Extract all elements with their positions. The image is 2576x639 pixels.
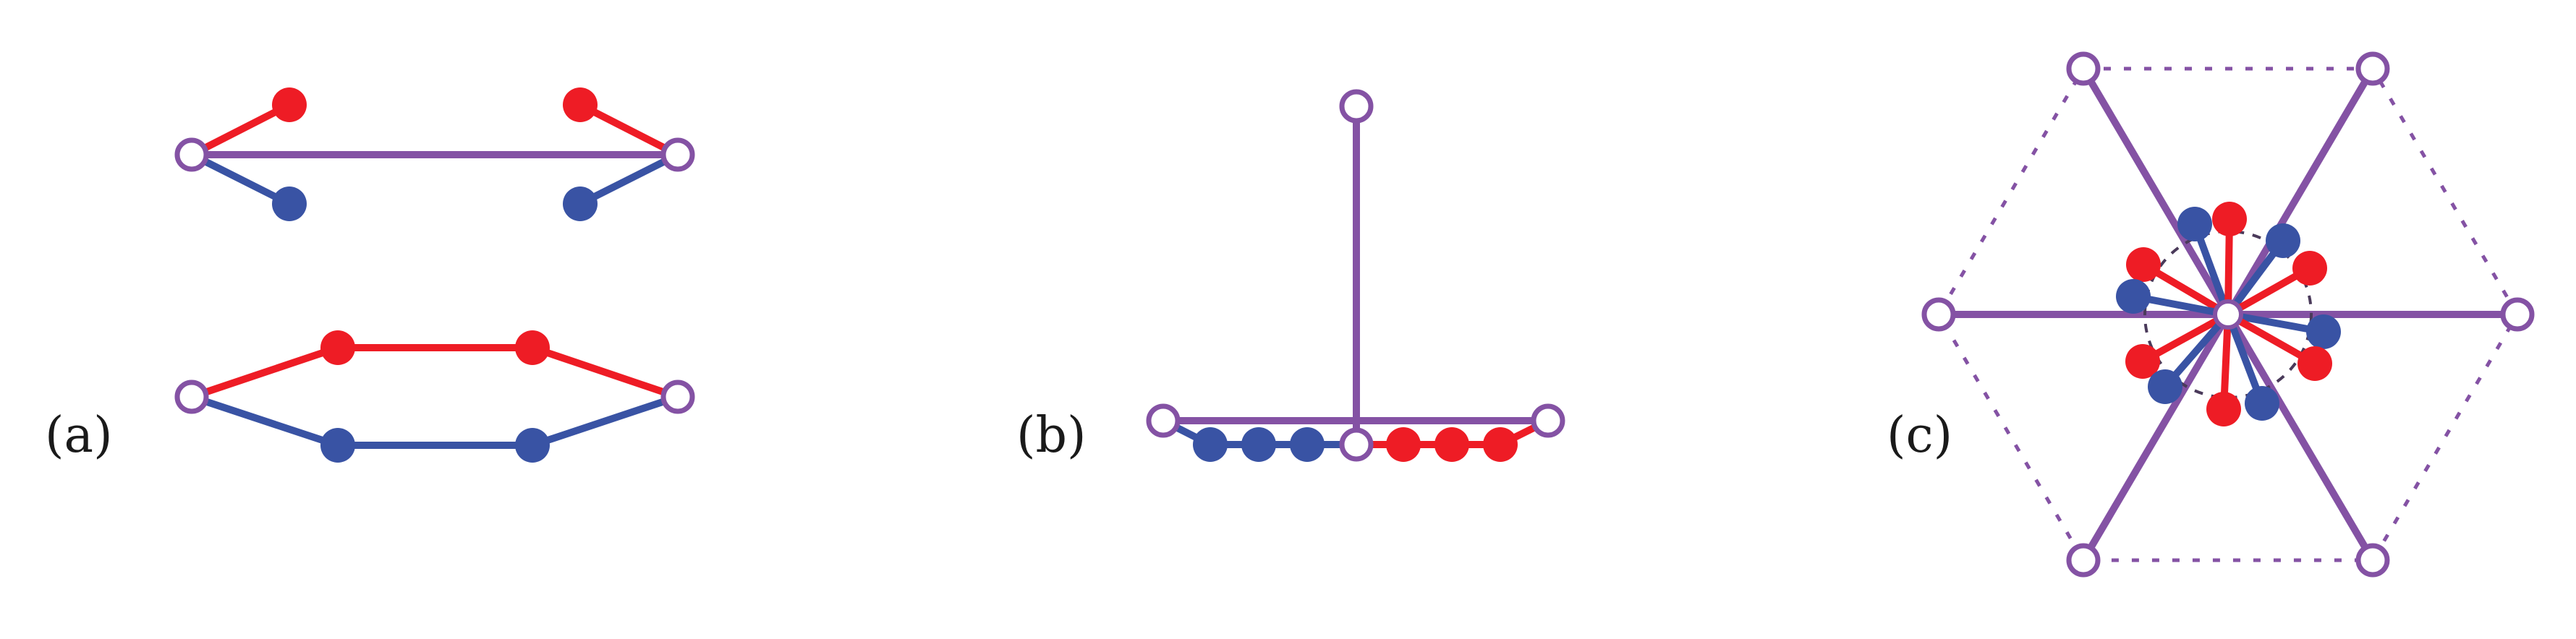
open-purple-node — [1339, 427, 1374, 462]
center-open-node — [2213, 299, 2243, 330]
open-purple-node — [174, 137, 209, 172]
panel-c-diagram — [1921, 51, 2535, 578]
blue-atom — [2266, 223, 2300, 258]
red-atom — [2292, 251, 2327, 286]
open-purple-node — [660, 137, 695, 172]
panel-a-top-molecule — [174, 87, 695, 221]
red-atom — [515, 330, 550, 365]
blue-atom — [2177, 207, 2212, 241]
blue-atom — [515, 428, 550, 463]
dashed-inner-circle — [2143, 230, 2313, 399]
red-atom — [1386, 427, 1421, 462]
blue-atom — [2116, 279, 2151, 314]
blue-atom — [272, 186, 307, 221]
open-purple-node — [660, 379, 695, 414]
open-purple-node — [2066, 543, 2101, 578]
blue-chain — [190, 393, 679, 449]
red-atom — [2297, 346, 2332, 381]
blue-atom — [1193, 427, 1228, 462]
red-atom — [1483, 427, 1518, 462]
open-purple-node — [1339, 89, 1374, 124]
panel-a-bottom-molecule — [174, 330, 695, 463]
red-atom — [2206, 392, 2241, 426]
panel-a-diagram — [174, 87, 695, 463]
red-atom — [272, 87, 307, 122]
red-atom — [320, 330, 355, 365]
open-purple-node — [2066, 51, 2101, 86]
red-chain — [190, 344, 679, 400]
red-atom — [1434, 427, 1469, 462]
red-atom — [2126, 247, 2161, 282]
open-purple-node — [2355, 51, 2390, 86]
open-purple-node — [2500, 297, 2535, 332]
blue-atom — [563, 186, 598, 221]
red-atom — [2125, 344, 2160, 379]
panel-label-b: (b) — [1016, 407, 1087, 464]
open-purple-node — [1146, 403, 1181, 438]
red-atom — [563, 87, 598, 122]
blue-atom — [320, 428, 355, 463]
bond-red — [190, 101, 292, 158]
blue-atom — [2148, 369, 2182, 404]
blue-atom — [2306, 314, 2341, 349]
red-atom — [2212, 202, 2247, 236]
bond-blue — [190, 151, 292, 207]
blue-atom — [1241, 427, 1276, 462]
bond-red — [578, 101, 680, 158]
open-purple-node — [1921, 297, 1956, 332]
radial-atoms — [2116, 202, 2341, 426]
panel-b-diagram — [1146, 89, 1565, 462]
open-purple-node — [2355, 543, 2390, 578]
blue-atom — [1290, 427, 1325, 462]
open-purple-node — [1531, 403, 1565, 438]
bond-blue — [578, 151, 680, 207]
open-purple-node — [174, 379, 209, 414]
panel-label-a: (a) — [45, 407, 113, 464]
panel-label-c: (c) — [1887, 407, 1952, 464]
blue-atom — [2245, 386, 2279, 421]
